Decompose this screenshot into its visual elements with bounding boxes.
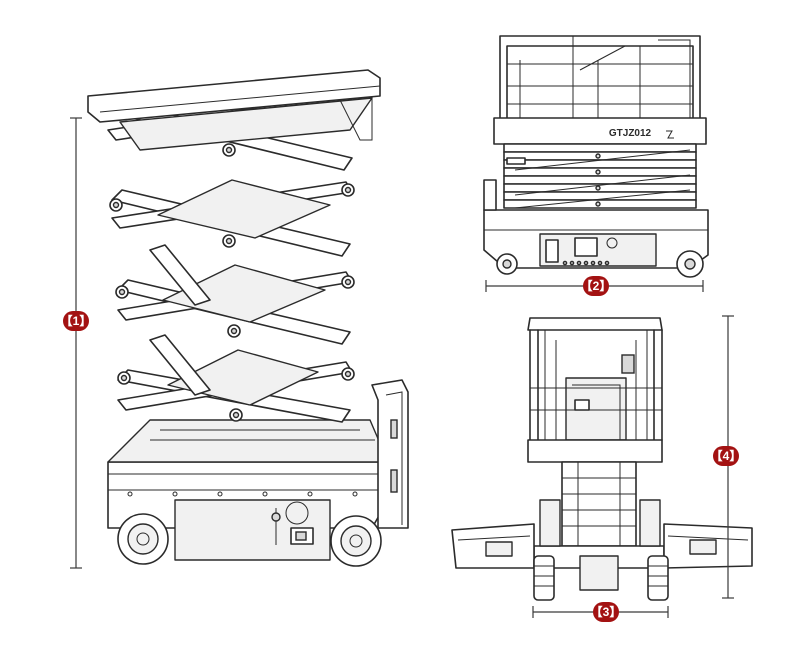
svg-text:【3】: 【3】 [591,604,622,619]
dimension-2-badge: 【2】 [581,276,612,296]
rear-left-wheel [533,555,555,601]
dimension-1: 【1】 [61,117,92,569]
dimension-4-badge: 【4】 [711,446,742,466]
left-outrigger [451,523,535,569]
dimension-1-badge: 【1】 [61,311,92,331]
front-right-wheel [676,250,704,278]
dimension-3: 【3】 [532,602,669,622]
front-wheel [330,515,382,567]
side-view [87,69,409,567]
dimension-3-badge: 【3】 [591,602,622,622]
rear-right-wheel [647,555,669,601]
front-left-wheel [496,253,518,275]
rear-wheel [117,513,169,565]
svg-text:【1】: 【1】 [61,313,92,328]
dimension-2: 【2】 [485,276,704,296]
rear-view [451,317,753,601]
dimension-4: 【4】 [711,315,742,599]
right-outrigger [663,523,753,569]
front-view: GTJZ012 [483,35,709,278]
front-scissor-slats [503,143,697,209]
svg-text:【4】: 【4】 [711,448,742,463]
svg-text:【2】: 【2】 [581,278,612,293]
model-label: GTJZ012 [609,128,652,139]
